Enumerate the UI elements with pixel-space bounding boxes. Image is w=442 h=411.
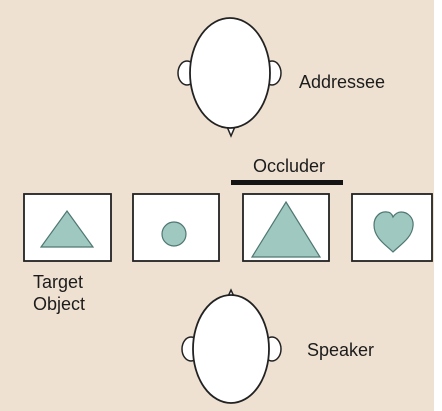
target-object-label: Target Object (33, 271, 113, 315)
addressee-face (189, 17, 271, 129)
target-object-label-line-1: Target (33, 272, 84, 292)
target-object-label-line-2: Object (33, 294, 86, 314)
occluder-bar (231, 180, 343, 185)
object-row (23, 193, 433, 262)
speaker-label: Speaker (307, 340, 375, 360)
occluder-label: Occluder (252, 156, 326, 176)
speaker-head (181, 288, 282, 404)
addressee-head (177, 17, 282, 138)
target-triangle (39, 209, 95, 248)
circle-shape (161, 221, 187, 247)
heart-shape (373, 211, 414, 253)
speaker-face (192, 294, 270, 404)
large-triangle-shape (250, 200, 322, 258)
addressee-label: Addressee (299, 72, 386, 92)
